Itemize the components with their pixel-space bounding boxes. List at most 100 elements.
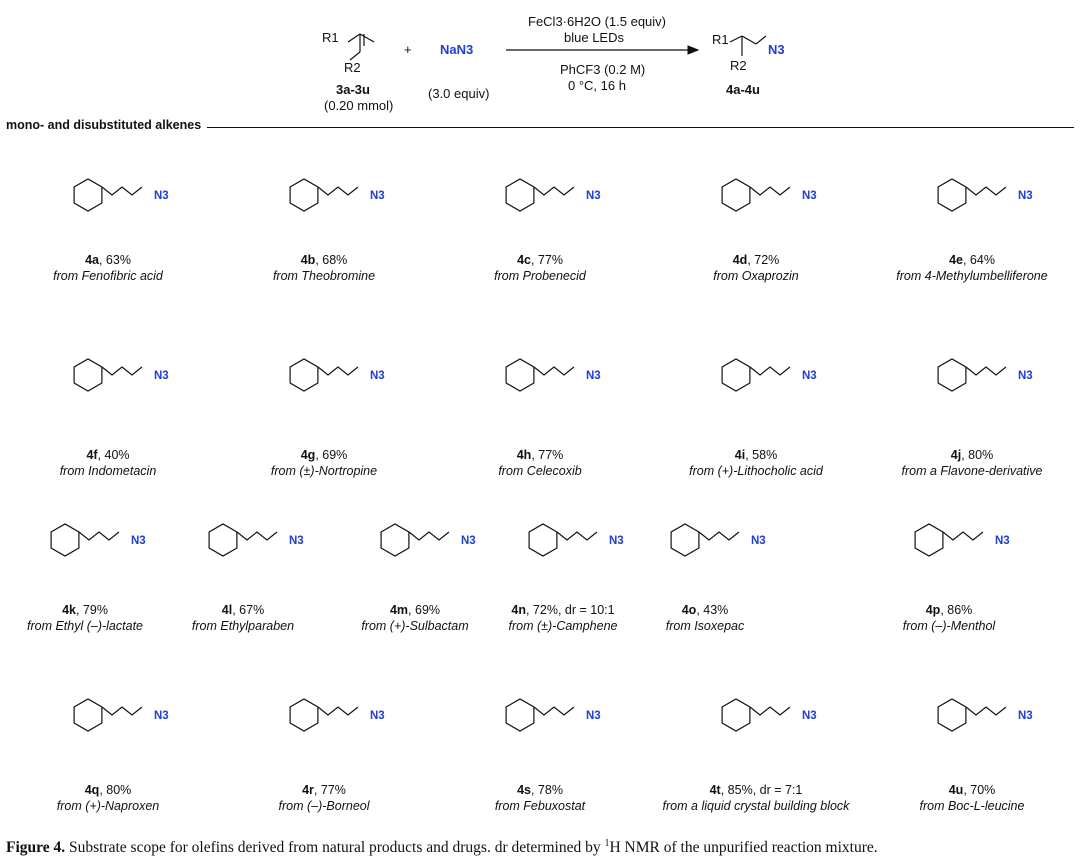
- molecule-structure: N3: [289, 358, 385, 392]
- compound-id: 4l: [221, 603, 233, 617]
- compound-id: 4a: [85, 253, 99, 267]
- molecule-structure: N3: [289, 698, 385, 732]
- compound-source: from Celecoxib: [498, 464, 582, 478]
- compound-caption: 4a, 63%from Fenofibric acid: [0, 252, 216, 284]
- compound-id: 4e: [949, 253, 963, 267]
- aromatic-ring: [50, 523, 80, 557]
- catalyst-label: FeCl3·6H2O (1.5 equiv): [528, 14, 666, 29]
- compound-source: from (–)-Menthol: [902, 619, 996, 633]
- compound-caption: 4g, 69%from (±)-Nortropine: [216, 447, 432, 479]
- substrate-id: 3a-3u: [336, 82, 370, 97]
- molecule-structure: N3: [721, 698, 817, 732]
- azide-label: N3: [370, 370, 385, 382]
- compound-yield: , 69%: [315, 448, 348, 462]
- molecule-structure: N3: [528, 523, 624, 557]
- aromatic-ring: [505, 358, 535, 392]
- solvent-label: PhCF3 (0.2 M): [560, 62, 646, 77]
- compound-yield: , 77%: [531, 448, 564, 462]
- compound-source: from a Flavone-derivative: [901, 464, 1043, 478]
- compound-caption: 4i, 58% from (+)-Lithocholic acid: [648, 447, 864, 479]
- azide-label: N3: [1018, 710, 1033, 722]
- alkyl-chain: [698, 531, 740, 541]
- azide-label: N3: [370, 710, 385, 722]
- compound-id: 4q: [84, 783, 100, 797]
- product-r2: R2: [730, 58, 747, 73]
- figure-caption: Figure 4. Substrate scope for olefins de…: [6, 838, 1076, 857]
- aromatic-ring: [670, 523, 700, 557]
- product-r1: R1: [712, 32, 729, 47]
- compound-yield: , 67%: [232, 603, 265, 617]
- compound-source: from (+)-Lithocholic acid: [689, 464, 823, 478]
- alkyl-chain: [533, 186, 575, 196]
- azide-label: N3: [802, 190, 817, 202]
- aromatic-ring: [937, 358, 967, 392]
- azide-label: N3: [1018, 370, 1033, 382]
- compound-yield: , 40%: [97, 448, 130, 462]
- azide-label: N3: [154, 710, 169, 722]
- compound-caption: 4c, 77%from Probenecid: [432, 252, 648, 284]
- compound-yield: , 70%: [963, 783, 996, 797]
- compound-id: 4c: [517, 253, 531, 267]
- alkyl-chain: [533, 366, 575, 376]
- compound-source: from Theobromine: [272, 269, 376, 283]
- compound-source: from (–)-Borneol: [278, 799, 370, 813]
- molecule-structure: N3: [670, 523, 766, 557]
- aromatic-ring: [937, 698, 967, 732]
- compound-source: from Ethylparaben: [191, 619, 295, 633]
- compound-yield: , 58%: [745, 448, 778, 462]
- compound-source: from Ethyl (–)-lactate: [26, 619, 143, 633]
- azide-label: N3: [370, 190, 385, 202]
- compound-id: 4m: [389, 603, 409, 617]
- compound-source: from (±)-Nortropine: [270, 464, 378, 478]
- molecule-structure: N3: [937, 358, 1033, 392]
- compound-source: from Indometacin: [59, 464, 157, 478]
- reaction-scheme: R1 R2 3a-3u (0.20 mmol) + NaN3 (3.0 equi…: [0, 0, 1080, 120]
- compound-id: 4t: [709, 783, 721, 797]
- aromatic-ring: [208, 523, 238, 557]
- molecule-structure: N3: [73, 358, 169, 392]
- aromatic-ring: [73, 698, 103, 732]
- compound-yield: , 72%, dr = 10:1: [525, 603, 615, 617]
- alkyl-chain: [749, 366, 791, 376]
- aromatic-ring: [380, 523, 410, 557]
- compound-source: from (+)-Sulbactam: [361, 619, 469, 633]
- compound-caption: 4j, 80%from a Flavone-derivative: [864, 447, 1080, 479]
- alkyl-chain: [317, 706, 359, 716]
- molecule-structure: N3: [380, 523, 476, 557]
- compound-caption: 4r, 77%from (–)-Borneol: [216, 782, 432, 814]
- molecule-structure: N3: [73, 178, 169, 212]
- compound-caption: 4b, 68%from Theobromine: [216, 252, 432, 284]
- compound-yield: , 79%: [75, 603, 108, 617]
- compound-source: from Boc-L-leucine: [919, 799, 1025, 813]
- compound-id: 4h: [516, 448, 532, 462]
- molecule-structure: N3: [937, 178, 1033, 212]
- substrate-r2: R2: [344, 60, 361, 75]
- caption-nmr-superscript: 1: [604, 838, 610, 849]
- compound-source: from 4-Methylumbelliferone: [896, 269, 1048, 283]
- compound-yield: , 72%: [747, 253, 780, 267]
- section-header: mono- and disubstituted alkenes: [6, 118, 1074, 136]
- compound-id: 4j: [950, 448, 962, 462]
- alkyl-chain: [965, 706, 1007, 716]
- compound-yield: , 68%: [315, 253, 348, 267]
- compound-caption: 4q, 80%from (+)-Naproxen: [0, 782, 216, 814]
- aromatic-ring: [914, 523, 944, 557]
- substrate-r1: R1: [322, 30, 339, 45]
- azide-label: N3: [995, 535, 1010, 547]
- product-id: 4a-4u: [726, 82, 760, 97]
- compound-yield: , 43%: [696, 603, 729, 617]
- compound-source: from Isoxepac: [665, 619, 745, 633]
- reagent-nan3: NaN3: [440, 42, 474, 57]
- compound-id: 4r: [302, 783, 314, 797]
- section-divider: [6, 127, 1074, 128]
- alkyl-chain: [101, 186, 143, 196]
- compound-caption: 4p, 86%from (–)-Menthol: [864, 602, 1034, 634]
- compound-id: 4i: [734, 448, 746, 462]
- aromatic-ring: [289, 698, 319, 732]
- compound-source: from Fenofibric acid: [53, 269, 163, 283]
- caption-text-after: H NMR of the unpurified reaction mixture…: [609, 839, 878, 857]
- molecule-structure: N3: [50, 523, 146, 557]
- substrate-amount: (0.20 mmol): [324, 98, 394, 113]
- alkyl-chain: [749, 706, 791, 716]
